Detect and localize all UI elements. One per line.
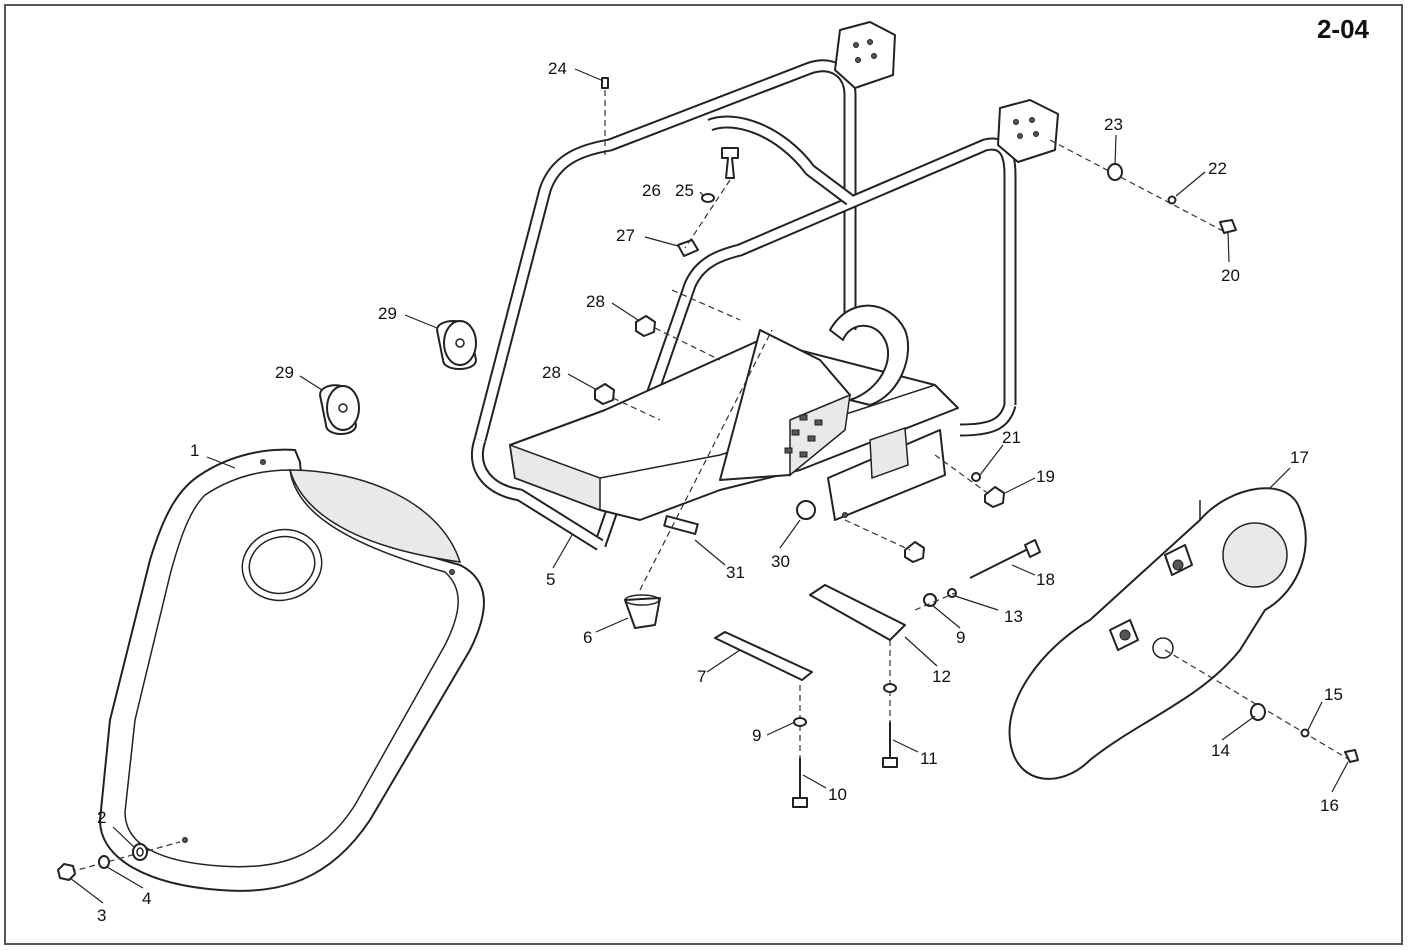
callout-12: 12 (932, 667, 951, 686)
plate-holes (784, 414, 823, 458)
callout-3: 3 (97, 906, 106, 925)
callout-9-upper: 9 (956, 628, 965, 647)
main-frame (470, 21, 1059, 551)
callout-20: 20 (1221, 266, 1240, 285)
leader-lines (69, 68, 1349, 904)
callout-21: 21 (1002, 428, 1021, 447)
callout-14: 14 (1211, 741, 1230, 760)
sheet-number: 2-04 (1316, 14, 1369, 44)
front-cover (99, 448, 485, 892)
callout-1: 1 (190, 441, 199, 460)
callout-16: 16 (1320, 796, 1339, 815)
rubber-mounts (319, 320, 477, 435)
callout-25: 25 (675, 181, 694, 200)
callout-13: 13 (1004, 607, 1023, 626)
callout-10: 10 (828, 785, 847, 804)
callout-6: 6 (583, 628, 592, 647)
top-hardware (594, 77, 1237, 421)
callout-24: 24 (548, 59, 567, 78)
callout-28-lower: 28 (542, 363, 561, 382)
mounting-hardware (639, 329, 1359, 808)
callout-26: 26 (642, 181, 661, 200)
drawing-frame (4, 4, 1403, 945)
callout-31: 31 (726, 563, 745, 582)
callout-labels: 1 2 3 4 5 6 7 9 10 11 12 13 9 14 15 16 1… (97, 59, 1343, 925)
callout-15: 15 (1324, 685, 1343, 704)
frame-accessories (624, 500, 816, 629)
callout-2: 2 (97, 808, 106, 827)
front-cover-hardware (57, 841, 181, 881)
belt-guard (1008, 487, 1307, 780)
callout-7: 7 (697, 667, 706, 686)
callout-29-lower: 29 (275, 363, 294, 382)
callout-27: 27 (616, 226, 635, 245)
callout-17: 17 (1290, 448, 1309, 467)
callout-4: 4 (142, 889, 151, 908)
callout-18: 18 (1036, 570, 1055, 589)
callout-9-lower: 9 (752, 726, 761, 745)
callout-5: 5 (546, 570, 555, 589)
callout-19: 19 (1036, 467, 1055, 486)
callout-30: 30 (771, 552, 790, 571)
callout-11: 11 (920, 749, 938, 768)
callout-29-upper: 29 (378, 304, 397, 323)
callout-23: 23 (1104, 115, 1123, 134)
callout-28-upper: 28 (586, 292, 605, 311)
callout-22: 22 (1208, 159, 1227, 178)
